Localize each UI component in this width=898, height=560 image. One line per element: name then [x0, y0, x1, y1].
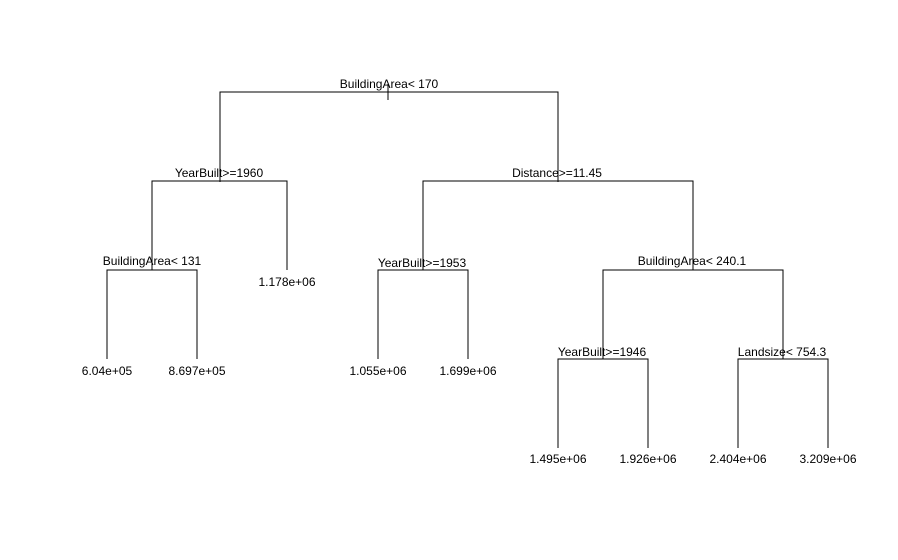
split-label-n4: BuildingArea< 131 [103, 254, 202, 268]
split-bracket-n2 [151, 180, 288, 270]
split-bracket-n6 [377, 269, 469, 359]
leaf-label-n31: 3.209e+06 [799, 452, 856, 466]
split-label-n14: YearBuilt>=1946 [558, 345, 647, 359]
leaf-label-n9: 8.697e+05 [168, 364, 225, 378]
leaf-label-n30: 2.404e+06 [709, 452, 766, 466]
split-label-n15: Landsize< 754.3 [738, 345, 827, 359]
leaf-label-n28: 1.495e+06 [529, 452, 586, 466]
leaf-label-n5: 1.178e+06 [258, 275, 315, 289]
split-bracket-n7 [602, 269, 784, 359]
split-label-n6: YearBuilt>=1953 [378, 256, 467, 270]
split-bracket-n1 [219, 91, 559, 182]
split-label-n2: YearBuilt>=1960 [175, 166, 264, 180]
split-label-n7: BuildingArea< 240.1 [638, 254, 747, 268]
split-label-n3: Distance>=11.45 [512, 166, 602, 180]
split-label-n1: BuildingArea< 170 [340, 77, 439, 91]
leaf-label-n29: 1.926e+06 [619, 452, 676, 466]
split-bracket-n15 [737, 358, 829, 448]
split-bracket-n14 [557, 358, 649, 448]
split-bracket-n4 [106, 269, 198, 359]
split-bracket-n3 [422, 180, 694, 270]
leaf-label-n12: 1.055e+06 [349, 364, 406, 378]
leaf-label-n13: 1.699e+06 [439, 364, 496, 378]
leaf-label-n8: 6.04e+05 [82, 364, 133, 378]
